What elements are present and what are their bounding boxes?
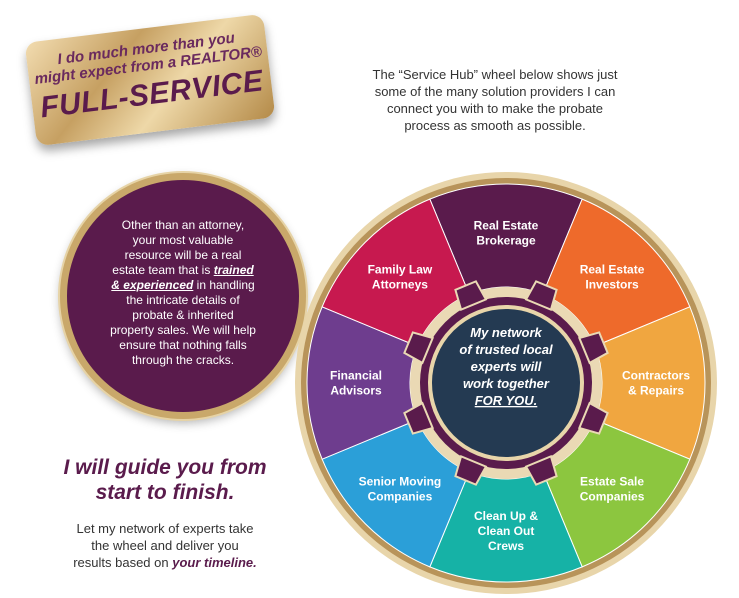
resource-line-5b: in handling bbox=[193, 278, 255, 292]
gear-tooth-4 bbox=[524, 454, 558, 486]
intro-paragraph: The “Service Hub” wheel below shows just… bbox=[345, 66, 645, 134]
resource-line-8: property sales. We will help bbox=[110, 323, 256, 337]
resource-text: Other than an attorney, your most valuab… bbox=[103, 218, 263, 368]
network-line-3a: results based on bbox=[73, 555, 173, 570]
hub-line-4: work together bbox=[463, 376, 550, 391]
gear-tooth-3 bbox=[577, 401, 609, 435]
segment-label-4-1: Clean Out bbox=[478, 524, 535, 538]
segment-label-3-1: Companies bbox=[580, 490, 645, 504]
network-paragraph: Let my network of experts take the wheel… bbox=[40, 520, 290, 571]
segment-label-3-0: Estate Sale bbox=[580, 475, 644, 489]
resource-line-9: ensure that nothing falls bbox=[119, 338, 247, 352]
hub-line-3: experts will bbox=[471, 359, 542, 374]
hub-text: My network of trusted local experts will… bbox=[459, 325, 553, 408]
resource-line-4a: estate team that is bbox=[112, 263, 214, 277]
full-service-badge: I do much more than you might expect fro… bbox=[24, 13, 276, 147]
segment-label-7-1: Attorneys bbox=[372, 277, 428, 291]
segment-label-1-1: Investors bbox=[585, 277, 639, 291]
timeline-emphasis: your timeline. bbox=[172, 555, 257, 570]
hub-line-5: FOR YOU. bbox=[475, 393, 538, 408]
resource-line-1: Other than an attorney, bbox=[121, 218, 245, 232]
gear-tooth-5 bbox=[454, 454, 488, 486]
hub-line-1: My network bbox=[470, 325, 542, 340]
trained-emphasis: trained bbox=[213, 263, 254, 277]
resource-line-3: resource will be a real bbox=[124, 248, 242, 262]
segment-label-6-1: Advisors bbox=[330, 384, 382, 398]
gear-tooth-2 bbox=[577, 331, 609, 365]
segment-label-5-0: Senior Moving bbox=[359, 475, 442, 489]
gear-tooth-7 bbox=[403, 331, 435, 365]
network-line-2: the wheel and deliver you bbox=[91, 538, 239, 553]
intro-line-1: The “Service Hub” wheel below shows just bbox=[372, 67, 618, 82]
resource-line-5: & experienced in handling bbox=[103, 278, 263, 293]
segment-label-4-2: Crews bbox=[488, 539, 524, 553]
gear-tooth-6 bbox=[403, 401, 435, 435]
experienced-emphasis: & experienced bbox=[111, 278, 194, 292]
hub-line-2: of trusted local bbox=[459, 342, 553, 357]
resource-line-4: estate team that is trained bbox=[103, 263, 263, 278]
guide-line-1: I will guide you from bbox=[63, 456, 267, 479]
segment-label-4-0: Clean Up & bbox=[474, 509, 538, 523]
segment-label-2-0: Contractors bbox=[622, 369, 690, 383]
guide-heading: I will guide you from start to finish. bbox=[40, 455, 290, 505]
segment-label-1-0: Real Estate bbox=[580, 262, 645, 276]
resource-circle: Other than an attorney, your most valuab… bbox=[60, 173, 306, 419]
network-line-3: results based on your timeline. bbox=[40, 554, 290, 571]
hub-center bbox=[428, 305, 584, 461]
resource-line-2: your most valuable bbox=[132, 233, 234, 247]
service-hub-wheel: My network of trusted local experts will… bbox=[295, 172, 717, 594]
segment-label-0-1: Brokerage bbox=[476, 234, 536, 248]
segment-label-5-1: Companies bbox=[368, 490, 433, 504]
intro-line-3: connect you with to make the probate bbox=[386, 101, 604, 116]
segment-label-6-0: Financial bbox=[330, 369, 382, 383]
intro-line-2: some of the many solution providers I ca… bbox=[374, 84, 616, 99]
network-line-1: Let my network of experts take bbox=[76, 521, 254, 536]
intro-line-4: process as smooth as possible. bbox=[404, 118, 586, 133]
resource-line-6: the intricate details of bbox=[126, 293, 240, 307]
wheel-segments bbox=[306, 183, 706, 583]
guide-line-2: start to finish. bbox=[95, 481, 235, 504]
segment-label-0-0: Real Estate bbox=[474, 219, 539, 233]
segment-label-2-1: & Repairs bbox=[628, 384, 684, 398]
resource-line-7: probate & inherited bbox=[132, 308, 234, 322]
resource-line-10: through the cracks. bbox=[131, 353, 235, 367]
gear-tooth-0 bbox=[454, 280, 488, 312]
gear-tooth-1 bbox=[524, 280, 558, 312]
segment-label-7-0: Family Law bbox=[368, 262, 433, 276]
